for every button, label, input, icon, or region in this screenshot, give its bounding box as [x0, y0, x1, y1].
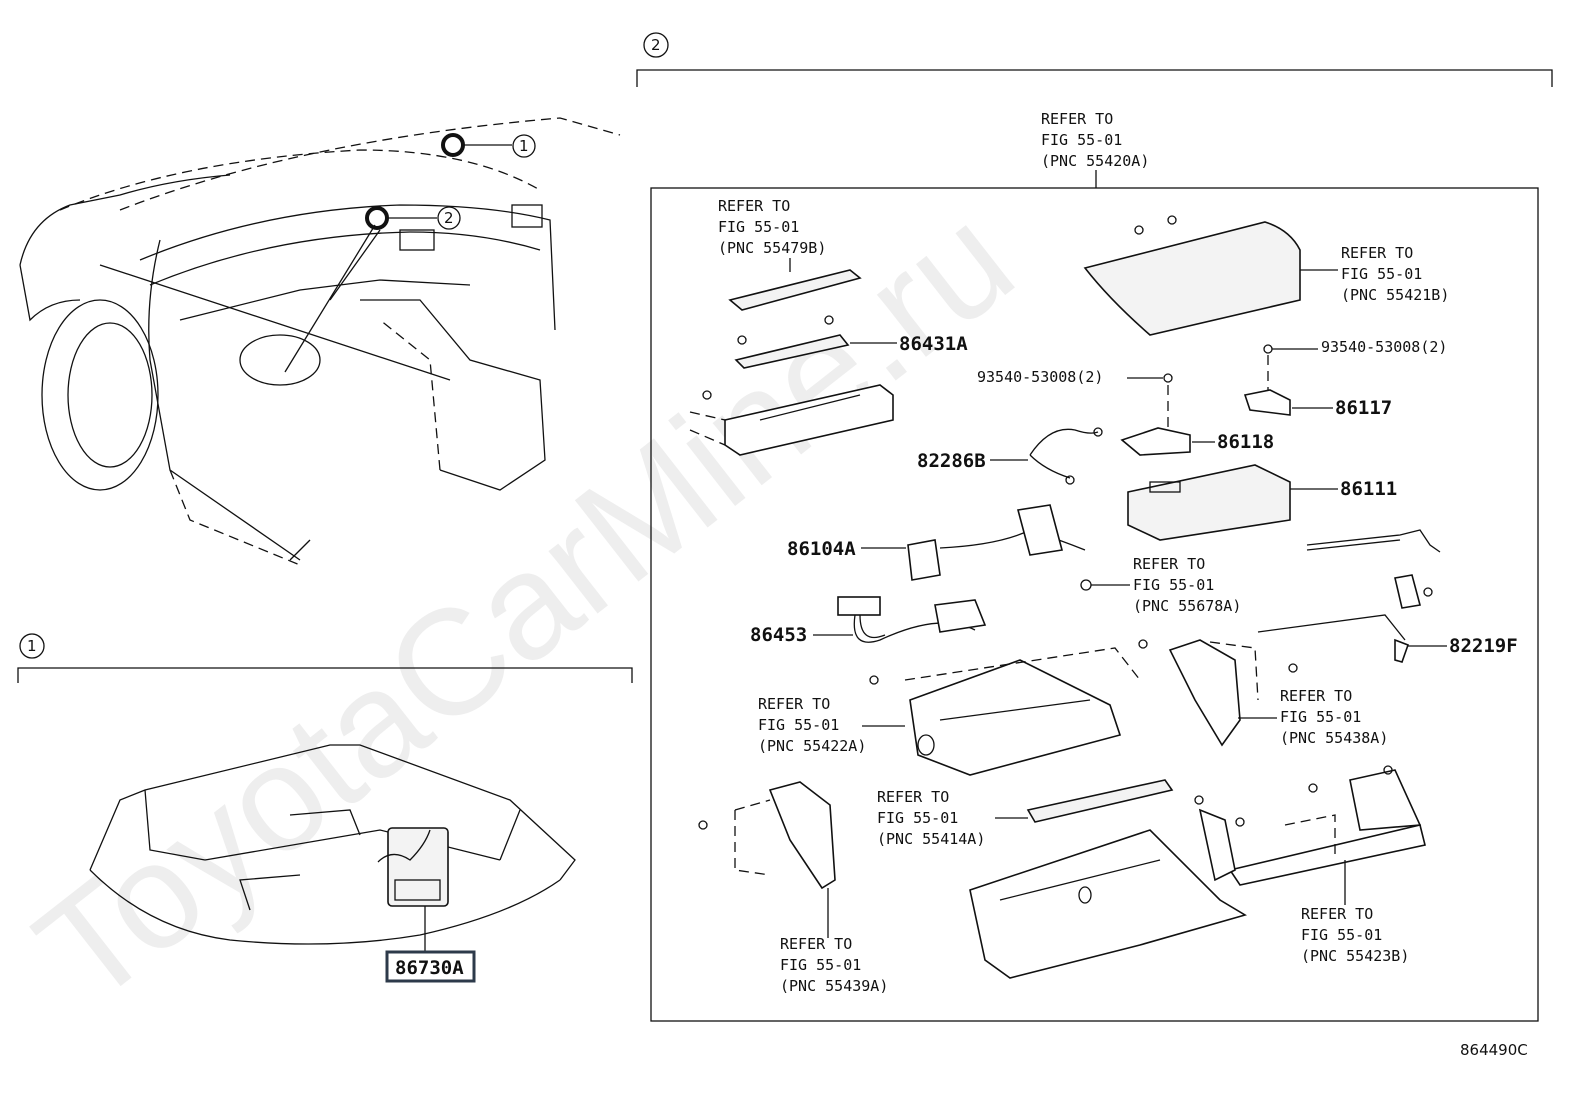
- part-86431a: 86431A: [734, 315, 968, 369]
- detail-two-header: 2: [651, 36, 661, 54]
- ref-note-55678a: REFER TO FIG 55-01 (PNC 55678A): [1080, 555, 1241, 615]
- glove-box-lid: [1083, 215, 1338, 336]
- map-lamp-assembly: [387, 827, 449, 907]
- svg-text:86453: 86453: [750, 624, 807, 646]
- svg-text:FIG 55-01: FIG 55-01: [1133, 576, 1214, 594]
- svg-text:(PNC 55439A): (PNC 55439A): [780, 977, 888, 995]
- figure-id: 864490C: [1460, 1041, 1528, 1059]
- svg-text:86118: 86118: [1217, 431, 1274, 453]
- side-bracket-right: [1168, 639, 1298, 747]
- svg-text:FIG 55-01: FIG 55-01: [1301, 926, 1382, 944]
- part-82286b: 82286B: [917, 427, 1103, 485]
- side-bracket-left: [698, 781, 836, 938]
- svg-text:86117: 86117: [1335, 397, 1392, 419]
- part-86730a-box: [385, 950, 476, 983]
- ref-note-55420a: REFER TO FIG 55-01 (PNC 55420A): [1041, 110, 1149, 170]
- svg-text:(PNC 55422A): (PNC 55422A): [758, 737, 866, 755]
- svg-text:FIG 55-01: FIG 55-01: [1041, 131, 1122, 149]
- ref-note-55421b: REFER TO FIG 55-01 (PNC 55421B): [1341, 244, 1449, 304]
- svg-text:REFER TO: REFER TO: [1133, 555, 1205, 573]
- svg-text:(PNC 55479B): (PNC 55479B): [718, 239, 826, 257]
- screw-93540-a: 93540-53008(2): [1263, 338, 1447, 356]
- detail-two-frame: [650, 187, 1539, 1022]
- svg-text:REFER TO: REFER TO: [877, 788, 949, 806]
- part-86104a: 86104A: [787, 504, 1086, 581]
- svg-text:86111: 86111: [1340, 478, 1397, 500]
- callout-one-number: 1: [519, 137, 529, 155]
- svg-text:93540-53008(2): 93540-53008(2): [977, 368, 1103, 386]
- ref-note-55423b: REFER TO FIG 55-01 (PNC 55423B): [1301, 905, 1409, 965]
- part-86118: 86118: [1120, 385, 1274, 456]
- svg-text:FIG 55-01: FIG 55-01: [877, 809, 958, 827]
- svg-text:(PNC 55420A): (PNC 55420A): [1041, 152, 1149, 170]
- svg-text:FIG 55-01: FIG 55-01: [718, 218, 799, 236]
- svg-text:REFER TO: REFER TO: [1280, 687, 1352, 705]
- svg-text:86431A: 86431A: [899, 333, 968, 355]
- svg-text:82219F: 82219F: [1449, 635, 1518, 657]
- part-86453: 86453: [750, 596, 987, 646]
- svg-text:REFER TO: REFER TO: [718, 197, 790, 215]
- svg-text:FIG 55-01: FIG 55-01: [1341, 265, 1422, 283]
- trim-strip: [995, 779, 1174, 823]
- detail-one-header: 1: [27, 637, 37, 655]
- vehicle-overview-illustration: [19, 117, 621, 566]
- wire-harness-upper-right: [1306, 529, 1441, 553]
- detail-two-section: 2: [636, 32, 1553, 1022]
- display-bracket: [689, 384, 894, 456]
- screw-93540-b: 93540-53008(2): [977, 368, 1173, 386]
- callout-one: 1: [441, 133, 536, 158]
- svg-text:REFER TO: REFER TO: [1301, 905, 1373, 923]
- svg-text:FIG 55-01: FIG 55-01: [780, 956, 861, 974]
- lower-panel: [969, 829, 1247, 979]
- svg-text:93540-53008(2): 93540-53008(2): [1321, 338, 1447, 356]
- part-86111: 86111: [1127, 464, 1397, 541]
- svg-text:(PNC 55438A): (PNC 55438A): [1280, 729, 1388, 747]
- svg-text:FIG 55-01: FIG 55-01: [758, 716, 839, 734]
- part-86117: 86117: [1243, 355, 1392, 419]
- svg-text:FIG 55-01: FIG 55-01: [1280, 708, 1361, 726]
- ref-note-55479b: REFER TO FIG 55-01 (PNC 55479B): [718, 197, 862, 311]
- ref-note-55414a: REFER TO FIG 55-01 (PNC 55414A): [877, 788, 985, 848]
- svg-text:(PNC 55421B): (PNC 55421B): [1341, 286, 1449, 304]
- lower-support-rail: [1194, 765, 1426, 905]
- svg-text:REFER TO: REFER TO: [1041, 110, 1113, 128]
- svg-text:86104A: 86104A: [787, 538, 856, 560]
- part-82219f: 82219F: [1257, 574, 1518, 663]
- glove-box-housing: [869, 639, 1148, 776]
- part-86730a-label: 86730A: [395, 957, 464, 979]
- svg-text:REFER TO: REFER TO: [780, 935, 852, 953]
- detail-one-section: 1 86730A: [17, 633, 633, 983]
- callout-two-number: 2: [444, 209, 454, 227]
- callout-two: 2: [365, 206, 461, 230]
- ref-note-55422a: REFER TO FIG 55-01 (PNC 55422A): [758, 695, 905, 755]
- svg-text:(PNC 55423B): (PNC 55423B): [1301, 947, 1409, 965]
- svg-text:(PNC 55678A): (PNC 55678A): [1133, 597, 1241, 615]
- svg-text:REFER TO: REFER TO: [1341, 244, 1413, 262]
- svg-text:82286B: 82286B: [917, 450, 986, 472]
- ref-note-55438a: REFER TO FIG 55-01 (PNC 55438A): [1280, 687, 1388, 747]
- svg-text:REFER TO: REFER TO: [758, 695, 830, 713]
- ref-note-55439a: REFER TO FIG 55-01 (PNC 55439A): [780, 935, 888, 995]
- watermark-text: ToyotaCarMine.ru: [6, 174, 1042, 1035]
- svg-text:(PNC 55414A): (PNC 55414A): [877, 830, 985, 848]
